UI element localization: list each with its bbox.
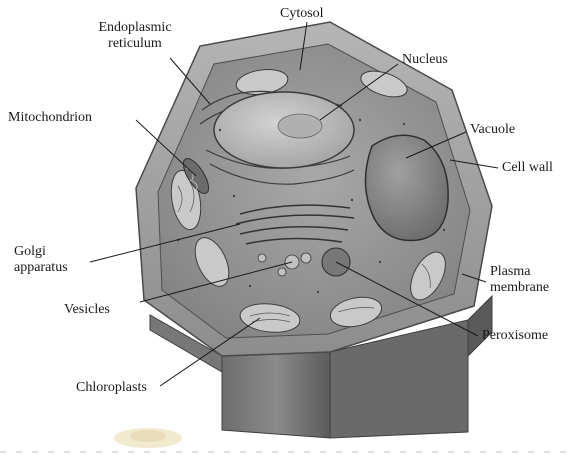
label-line-2: apparatus — [14, 260, 68, 276]
label-plasma-membrane: Plasma membrane — [490, 264, 549, 296]
label-peroxisome: Peroxisome — [482, 328, 548, 344]
label-chloroplasts: Chloroplasts — [76, 380, 147, 396]
label-line-2: reticulum — [80, 36, 190, 52]
label-nucleus: Nucleus — [402, 52, 448, 68]
label-golgi-apparatus: Golgi apparatus — [14, 244, 68, 276]
label-cytosol: Cytosol — [280, 6, 324, 22]
label-line-1: Plasma — [490, 264, 549, 280]
label-cell-wall: Cell wall — [502, 160, 553, 176]
label-vacuole: Vacuole — [470, 122, 515, 138]
label-mitochondrion: Mitochondrion — [8, 110, 92, 126]
label-endoplasmic-reticulum: Endoplasmic reticulum — [80, 20, 190, 52]
label-line-2: membrane — [490, 280, 549, 296]
nucleolus — [278, 114, 322, 138]
label-vesicles: Vesicles — [64, 302, 110, 318]
vacuole — [365, 135, 448, 240]
label-line-1: Golgi — [14, 244, 68, 260]
watermark-emblem — [114, 428, 182, 448]
label-line-1: Endoplasmic — [80, 20, 190, 36]
